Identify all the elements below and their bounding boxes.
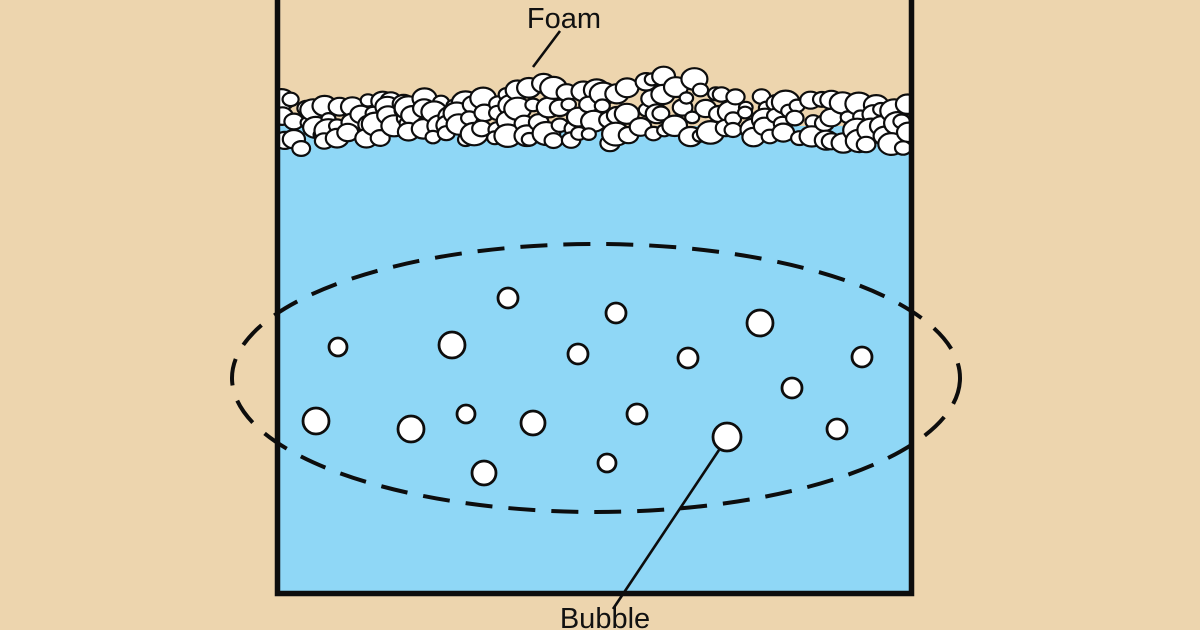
foam-bubble — [736, 105, 754, 120]
bubble — [825, 417, 849, 441]
bubble — [496, 286, 520, 310]
foam-bubble — [580, 127, 597, 142]
foam-bubble — [894, 93, 912, 115]
bubble — [745, 308, 775, 338]
foam-bubble — [784, 109, 805, 127]
foam-bubble — [684, 110, 701, 125]
bubble — [676, 346, 700, 370]
bubble — [396, 414, 426, 444]
bubble-label: Bubble — [560, 603, 650, 630]
bubble-group — [301, 286, 874, 487]
foam-label: Foam — [527, 3, 601, 35]
container-outline — [274, 0, 915, 597]
foam-bubble — [291, 140, 312, 158]
dashed-bubble-region — [230, 242, 962, 514]
foam-bubble — [725, 88, 746, 106]
bubble — [437, 330, 467, 360]
foam-bubble — [651, 105, 671, 122]
bubble — [711, 421, 743, 453]
bubble — [470, 459, 498, 487]
bubble — [301, 406, 331, 436]
bubble — [780, 376, 804, 400]
foam-bubble — [691, 82, 710, 98]
foam-layer — [277, 65, 912, 158]
foam-bubble — [613, 102, 640, 125]
foam-leader-line — [531, 30, 562, 68]
bubble — [327, 336, 349, 358]
bubble-leader-line — [611, 449, 721, 610]
foam-bubble — [560, 97, 577, 112]
foam-bubble — [855, 135, 877, 154]
bubble — [455, 403, 477, 425]
bubble — [625, 402, 649, 426]
bubble — [596, 452, 618, 474]
foam-bubble — [593, 98, 611, 114]
foam-bubble — [543, 132, 564, 150]
bubble — [566, 342, 590, 366]
foam-bubble — [281, 91, 300, 108]
foam-bubble — [678, 91, 695, 105]
bubble — [850, 345, 874, 369]
bubble — [519, 409, 547, 437]
liquid — [277, 126, 912, 594]
bubble — [604, 301, 628, 325]
foam-bubble — [723, 121, 743, 139]
